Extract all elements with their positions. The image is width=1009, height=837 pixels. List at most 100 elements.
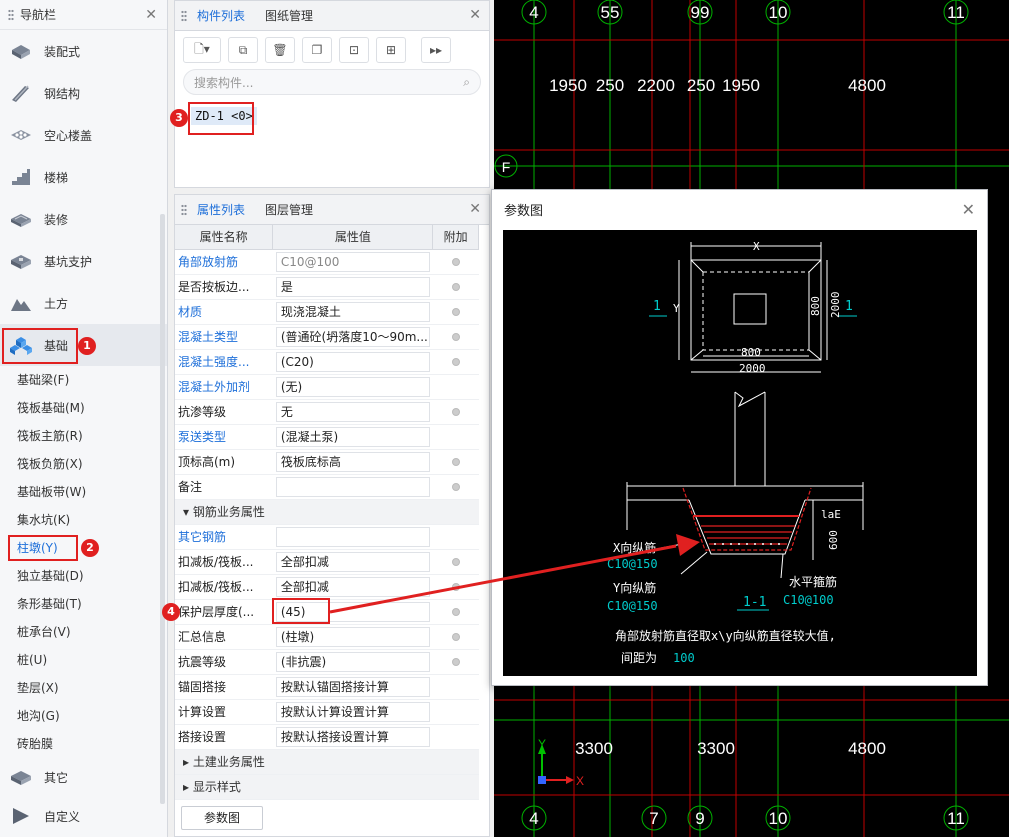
nav-cat-earthwork[interactable]: 土方: [0, 282, 167, 324]
prop-value-field[interactable]: 筏板底标高: [275, 451, 430, 472]
extra-checkbox[interactable]: [451, 357, 460, 366]
nav-cat-label: 自定义: [44, 809, 81, 824]
nav-scrollbar[interactable]: [160, 214, 165, 804]
extra-checkbox[interactable]: [451, 407, 460, 416]
close-icon[interactable]: ✕: [469, 201, 481, 217]
tab-drawing-management[interactable]: 图纸管理: [265, 8, 314, 23]
nav-sub-item[interactable]: 基础梁(F): [17, 373, 70, 387]
new-component-icon[interactable]: 🗋▾: [183, 37, 221, 63]
nav-sub-item[interactable]: 独立基础(D): [17, 569, 84, 583]
nav-cat-pit-support[interactable]: 基坑支护: [0, 240, 167, 282]
nav-cat-custom[interactable]: 自定义: [0, 796, 167, 836]
extra-checkbox[interactable]: [451, 582, 460, 591]
nav-cat-decoration[interactable]: 装修: [0, 198, 167, 240]
export-icon[interactable]: ⊞: [376, 37, 406, 63]
extra-checkbox[interactable]: [451, 257, 460, 266]
ucs-x: X: [576, 774, 584, 788]
nav-cat-hollow-floor[interactable]: 空心楼盖: [0, 114, 167, 156]
collapse-icon[interactable]: ▾: [183, 505, 193, 519]
prop-value-field[interactable]: 无: [275, 401, 430, 422]
import-icon[interactable]: ⊡: [339, 37, 369, 63]
prop-value-field[interactable]: 全部扣减: [275, 576, 430, 597]
table-row: 抗渗等级无: [175, 399, 479, 425]
tab-layer-management[interactable]: 图层管理: [265, 202, 314, 217]
nav-sub-item-selected[interactable]: 柱墩(Y): [17, 541, 58, 555]
prop-value-field[interactable]: 按默认锚固搭接计算: [275, 676, 430, 697]
prop-value-field[interactable]: (柱墩): [275, 626, 430, 647]
close-icon[interactable]: ✕: [145, 6, 157, 23]
extra-checkbox[interactable]: [451, 482, 460, 491]
drag-grip-icon[interactable]: [181, 203, 187, 216]
prop-value-field[interactable]: (混凝土泵): [275, 426, 430, 447]
close-icon[interactable]: ✕: [469, 7, 481, 23]
table-row: 扣减板/筏板...全部扣减: [175, 574, 479, 600]
nav-sub-item[interactable]: 条形基础(T): [17, 597, 82, 611]
drag-grip-icon[interactable]: [8, 8, 14, 21]
table-row: 顶标高(m)筏板底标高: [175, 449, 479, 475]
dim-label: 2200: [637, 76, 675, 95]
earthwork-icon: [8, 292, 34, 314]
extra-checkbox[interactable]: [451, 282, 460, 291]
nav-cat-other[interactable]: 其它: [0, 758, 167, 796]
plan-dim-2000: 2000: [739, 362, 766, 375]
nav-sub-item[interactable]: 筏板负筋(X): [17, 457, 83, 471]
component-item[interactable]: ZD-1 <0>: [191, 107, 257, 125]
prop-value-field[interactable]: 按默认计算设置计算: [275, 701, 430, 722]
prop-value-field[interactable]: C10@100: [275, 251, 430, 272]
step-badge: 4: [162, 603, 180, 621]
extra-checkbox[interactable]: [451, 557, 460, 566]
extra-checkbox[interactable]: [451, 657, 460, 666]
table-row: 混凝土强度...(C20): [175, 349, 479, 375]
prop-value-field[interactable]: [275, 526, 430, 547]
nav-sub-item[interactable]: 基础板带(W): [17, 485, 87, 499]
search-icon[interactable]: ⌕: [463, 74, 470, 89]
nav-sub-item[interactable]: 垫层(X): [17, 681, 59, 695]
prop-value-field[interactable]: 全部扣减: [275, 551, 430, 572]
nav-cat-prefab[interactable]: 装配式: [0, 30, 167, 72]
prop-value-field[interactable]: 是: [275, 276, 430, 297]
nav-sub-item[interactable]: 桩(U): [17, 653, 48, 667]
tab-component-list[interactable]: 构件列表: [197, 8, 246, 23]
extra-checkbox[interactable]: [451, 332, 460, 341]
prop-value-field[interactable]: 按默认搭接设置计算: [275, 726, 430, 747]
group-row-display[interactable]: ▸ 显示样式: [175, 774, 479, 800]
dim-label: 1950: [722, 76, 760, 95]
nav-sub-item[interactable]: 集水坑(K): [17, 513, 71, 527]
param-diagram-button[interactable]: 参数图: [181, 806, 263, 830]
nav-cat-foundation[interactable]: 基础: [0, 324, 167, 366]
extra-checkbox[interactable]: [451, 457, 460, 466]
drag-grip-icon[interactable]: [181, 9, 187, 22]
extra-checkbox[interactable]: [451, 307, 460, 316]
prop-value-field[interactable]: 现浇混凝土: [275, 301, 430, 322]
expand-icon[interactable]: ▸: [183, 755, 193, 769]
group-row-civil[interactable]: ▸ 土建业务属性: [175, 749, 479, 775]
nav-sub-item[interactable]: 桩承台(V): [17, 625, 71, 639]
nav-cat-steel[interactable]: 钢结构: [0, 72, 167, 114]
more-icon[interactable]: ▸▸: [421, 37, 451, 63]
prop-name: 锚固搭接: [175, 674, 273, 700]
extra-checkbox[interactable]: [451, 607, 460, 616]
duplicate-icon[interactable]: ❐: [302, 37, 332, 63]
nav-cat-stairs[interactable]: 楼梯: [0, 156, 167, 198]
hollow-floor-icon: [8, 124, 34, 146]
extra-checkbox[interactable]: [451, 632, 460, 641]
axis-label: 10: [769, 3, 788, 22]
nav-sub-item[interactable]: 筏板主筋(R): [17, 429, 83, 443]
prop-value-field[interactable]: (C20): [275, 351, 430, 372]
close-icon[interactable]: ✕: [961, 199, 975, 219]
nav-sub-item[interactable]: 筏板基础(M): [17, 401, 85, 415]
nav-sub-item[interactable]: 地沟(G): [17, 709, 60, 723]
prop-value-field[interactable]: [275, 476, 430, 497]
prop-value-field[interactable]: (普通砼(坍落度10～90m...: [275, 326, 430, 347]
nav-sub-item[interactable]: 砖胎膜: [17, 737, 54, 751]
tab-property-list[interactable]: 属性列表: [197, 202, 246, 217]
delete-icon[interactable]: 🗑: [265, 37, 295, 63]
col-header-value: 属性值: [272, 225, 434, 250]
copy-icon[interactable]: ⧉: [228, 37, 258, 63]
search-input[interactable]: 搜索构件... ⌕: [183, 69, 481, 95]
expand-icon[interactable]: ▸: [183, 780, 193, 794]
group-row-rebar[interactable]: ▾ 钢筋业务属性: [175, 499, 479, 525]
prop-value-field[interactable]: (无): [275, 376, 430, 397]
prop-value-field[interactable]: (非抗震): [275, 651, 430, 672]
